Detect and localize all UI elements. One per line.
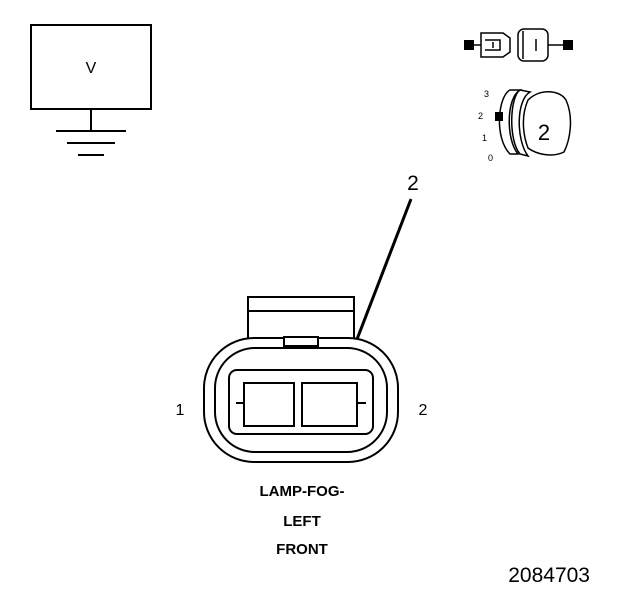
terminal-cavity-2 bbox=[301, 382, 358, 427]
connector-face bbox=[203, 296, 399, 463]
probe-size-label: 2 bbox=[538, 120, 550, 145]
scale-label-2: 2 bbox=[478, 111, 483, 121]
probe-size-key: 3 2 1 0 2 bbox=[478, 89, 572, 163]
connector-name-line-2: LEFT bbox=[283, 513, 321, 530]
probe-size-marker bbox=[495, 112, 503, 121]
scale-label-1: 1 bbox=[482, 133, 487, 143]
voltmeter-symbol: V bbox=[86, 60, 97, 77]
probe-icon bbox=[464, 28, 573, 62]
voltmeter: V bbox=[30, 24, 152, 156]
scale-label-0: 0 bbox=[488, 153, 493, 163]
probe-tip-icon bbox=[498, 89, 572, 158]
scale-label-3: 3 bbox=[484, 89, 489, 99]
terminal-label-1: 1 bbox=[176, 402, 185, 419]
voltmeter-box bbox=[30, 24, 152, 110]
cavity-key-right bbox=[356, 402, 366, 426]
cavity-key-left bbox=[236, 402, 245, 426]
callout-label: 2 bbox=[407, 172, 419, 195]
figure-number: 2084703 bbox=[508, 564, 590, 587]
ground-icon bbox=[56, 130, 126, 156]
latch-lock-tab bbox=[283, 336, 319, 347]
terminal-cavity-1 bbox=[243, 382, 295, 427]
connector-name-line-1: LAMP-FOG- bbox=[259, 483, 345, 500]
connector-name-line-3: FRONT bbox=[276, 541, 328, 558]
terminal-label-2: 2 bbox=[419, 402, 428, 419]
